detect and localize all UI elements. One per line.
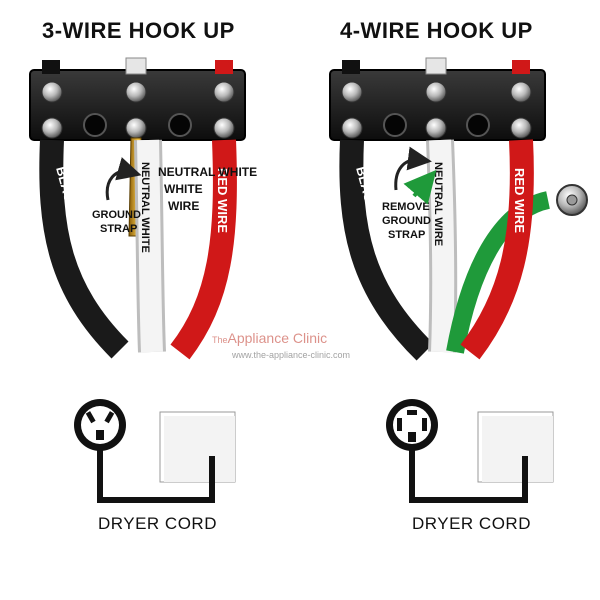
- screw: [425, 117, 447, 139]
- panel-3-wire: BLACK WIRE NEUTRAL WHITE RED WIRE NEUTRA…: [29, 57, 257, 360]
- screw: [41, 81, 63, 103]
- terminal-tab-black: [342, 60, 360, 74]
- watermark-prefix: The: [212, 335, 228, 345]
- cord-path: [409, 450, 528, 503]
- prong-ground: [96, 430, 104, 440]
- terminal-tab-neutral: [425, 57, 447, 75]
- screw: [213, 117, 235, 139]
- neutral-caption-1: NEUTRAL WHITE: [158, 165, 257, 179]
- terminal-hole: [83, 113, 107, 137]
- terminal-hole: [168, 113, 192, 137]
- strap-label-2: STRAP: [100, 223, 137, 235]
- terminal-tab-red: [215, 60, 233, 74]
- prong: [104, 411, 115, 424]
- strap-label-1: GROUND: [92, 209, 141, 221]
- wall-panel-shade: [164, 416, 235, 482]
- prong: [407, 410, 417, 415]
- dryer-cord-3-prong: [74, 399, 236, 503]
- watermark-url: www.the-appliance-clinic.com: [232, 350, 351, 360]
- neutral-caption-2: WHITE: [164, 182, 203, 196]
- black-wire: [339, 139, 434, 361]
- screw: [341, 81, 363, 103]
- neutral-wire-label: NEUTRAL WIRE: [432, 162, 444, 246]
- screw: [213, 81, 235, 103]
- dryer-cord-label-3-wire: DRYER CORD: [98, 514, 217, 533]
- red-wire: [170, 139, 237, 360]
- plug-face: [393, 406, 431, 444]
- terminal-tab-black: [42, 60, 60, 74]
- screw: [125, 81, 147, 103]
- watermark-brand: TheAppliance Clinic: [212, 330, 327, 346]
- terminal-tab-neutral: [125, 57, 147, 75]
- cord-path: [97, 450, 215, 503]
- red-wire-label: RED WIRE: [215, 168, 230, 233]
- prong: [85, 411, 96, 424]
- dryer-cord-label-4-wire: DRYER CORD: [412, 514, 531, 533]
- title-4-wire: 4-WIRE HOOK UP: [340, 18, 533, 43]
- screw: [125, 117, 147, 139]
- screw: [341, 117, 363, 139]
- neutral-caption-3: WIRE: [168, 199, 199, 213]
- panel-4-wire: BLACK WIRE NEUTRAL WIRE RED WIRE REMOVE …: [329, 57, 588, 361]
- prong: [422, 418, 427, 431]
- title-3-wire: 3-WIRE HOOK UP: [42, 18, 235, 43]
- white-wire-core: [137, 139, 163, 353]
- prong-ground: [408, 432, 416, 442]
- screw: [425, 81, 447, 103]
- screw: [41, 117, 63, 139]
- screw: [510, 117, 532, 139]
- prong: [397, 418, 402, 431]
- red-wire: [460, 139, 534, 360]
- watermark-name: Appliance Clinic: [227, 330, 328, 346]
- red-wire-label: RED WIRE: [512, 168, 527, 233]
- neutral-wire-label: NEUTRAL WHITE: [139, 162, 151, 253]
- terminal-hole: [383, 113, 407, 137]
- remove-arrow-black: [394, 146, 432, 191]
- terminal-hole: [466, 113, 490, 137]
- remove-arrow-green: [403, 169, 437, 205]
- white-wire-core: [429, 139, 455, 353]
- strap-arrow: [105, 157, 142, 201]
- remove-strap-label-1: REMOVE: [382, 201, 430, 213]
- remove-strap-label-2: GROUND: [382, 215, 431, 227]
- remove-strap-label-3: STRAP: [388, 229, 425, 241]
- wall-panel-shade: [482, 416, 553, 482]
- screw: [510, 81, 532, 103]
- terminal-tab-red: [512, 60, 530, 74]
- dryer-cord-4-prong: [386, 399, 554, 503]
- black-wire: [39, 139, 129, 359]
- ground-ring-center: [566, 194, 578, 206]
